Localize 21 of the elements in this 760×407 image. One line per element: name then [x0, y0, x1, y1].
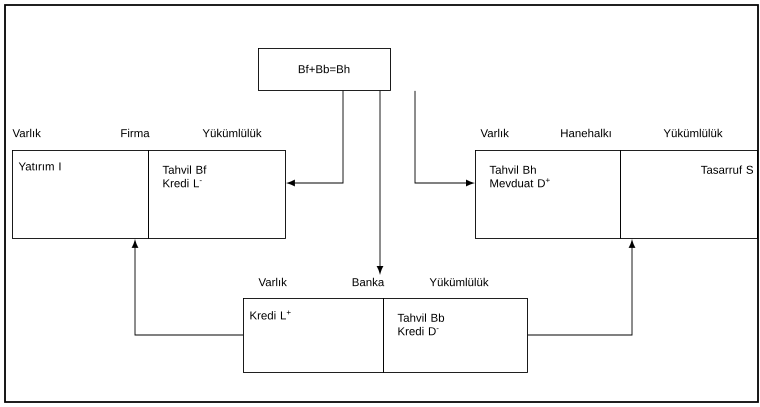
- column-heading: Varlık: [258, 278, 287, 286]
- column-heading: Varlık: [12, 128, 41, 138]
- arrow: [527, 240, 636, 336]
- arrow: [132, 240, 244, 336]
- column-heading: Varlık: [480, 128, 509, 138]
- column-heading: Yükümlülük: [664, 128, 723, 138]
- arrow: [287, 90, 344, 186]
- balance-sheet-cell: Tahvil Bh Mevduat D$^{+}$: [475, 150, 621, 239]
- equation-box: Bf+Bb=Bh: [258, 48, 391, 91]
- column-heading: Banka: [352, 278, 384, 286]
- column-heading: Firma: [121, 128, 150, 138]
- balance-sheet-cell: Tasarruf S: [620, 150, 758, 239]
- balance-sheet-cell: Tahvil Bb Kredi D$^{-}$: [383, 298, 528, 373]
- balance-sheet-cell: Yatırım I: [12, 150, 149, 239]
- column-heading: Yükümlülük: [202, 128, 262, 138]
- arrow: [414, 90, 474, 186]
- column-heading: Hanehalkı: [561, 128, 611, 138]
- balance-sheet-cell: Kredi L$^{+}$: [243, 298, 384, 373]
- column-heading: Yükümlülük: [430, 278, 489, 286]
- balance-sheet-cell: Tahvil Bf Kredi L$^{-}$: [148, 150, 286, 239]
- arrow: [376, 90, 384, 274]
